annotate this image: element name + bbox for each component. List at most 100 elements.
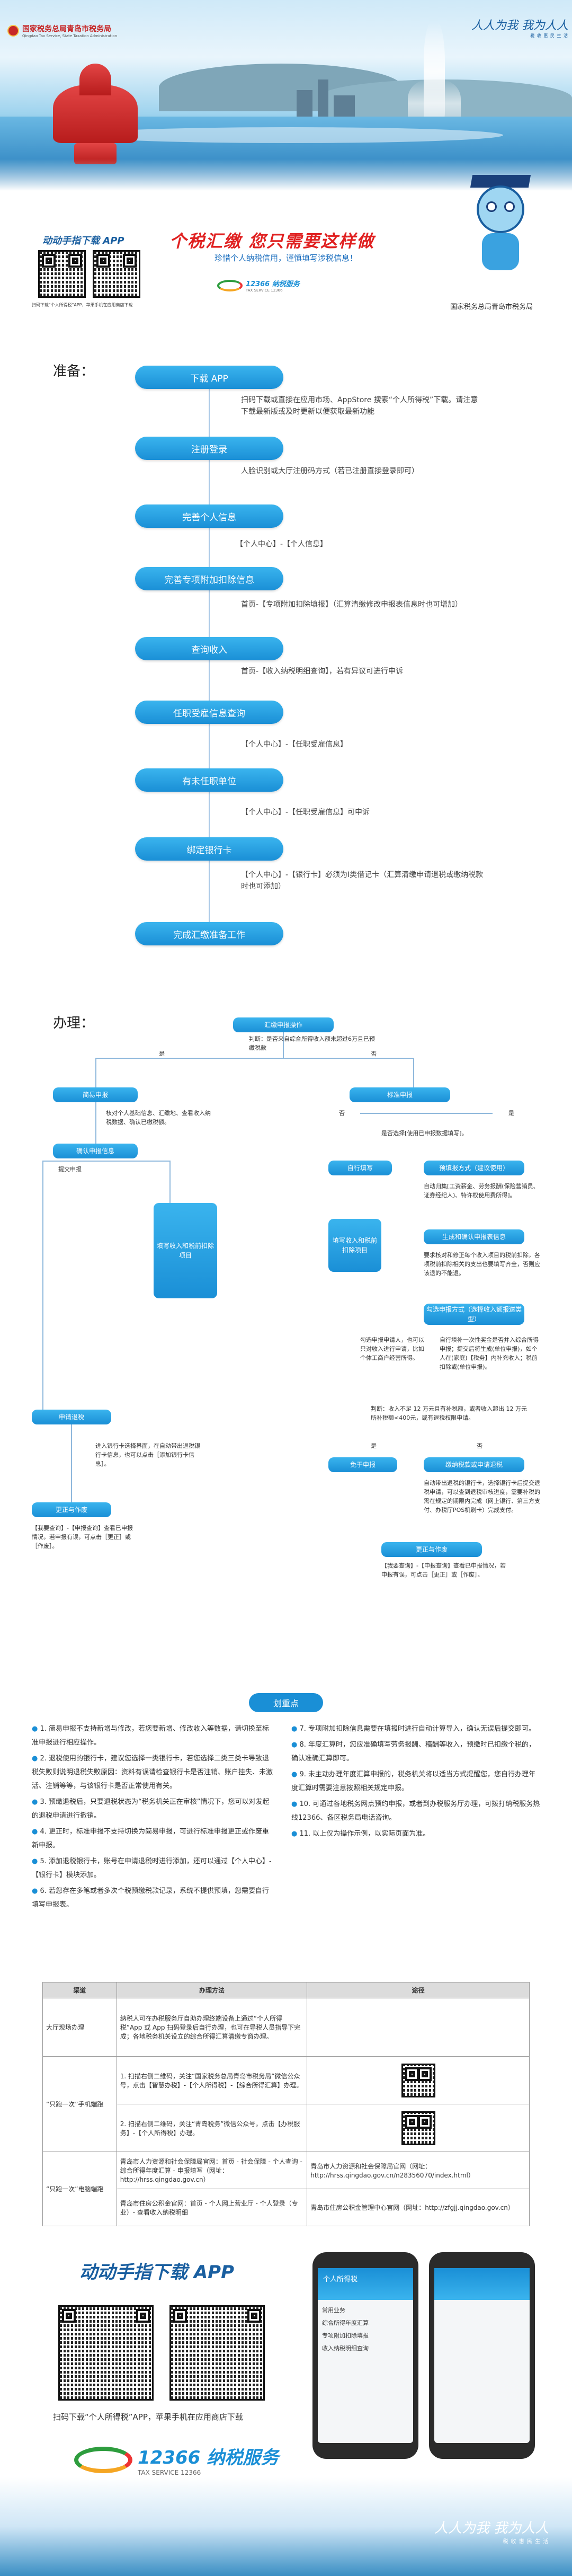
phone-menu-item[interactable]: 收入纳税明细查询	[322, 2345, 369, 2352]
confirm-info-box[interactable]: 确认申报信息	[53, 1144, 138, 1158]
step-personal-info[interactable]: 完善个人信息	[135, 504, 283, 528]
phone-menu-item[interactable]: 专项附加扣除填报	[322, 2332, 369, 2339]
prefill-box[interactable]: 预填报方式（建议使用）	[424, 1161, 524, 1175]
tip-item: ● 2. 退税使用的银行卡，建议您选择一类银行卡，若您选择二类三类卡导致退税失败…	[32, 1755, 273, 1790]
table-cell[interactable]: 青岛市人力资源和社会保障局官网（网址：http://hrss.qingdao.g…	[307, 2152, 530, 2189]
pagoda-sculpture	[79, 64, 111, 95]
channels-table-wrap: 渠道 办理方法 途径 大厅现场办理 纳税人可在办税服务厅自助办理终端设备上通过“…	[42, 1982, 530, 2226]
step-special-deduction[interactable]: 完善专项附加扣除信息	[135, 567, 283, 590]
exempt-box[interactable]: 免于申报	[328, 1457, 397, 1472]
table-row: “只跑一次”手机端跑 1. 扫描右侧二维码，关注“国家税务总局青岛市税务局”微信…	[42, 2056, 530, 2152]
tip-item: ● 6. 若您存在多笔或者多次个税预缴税款记录，系统不提供预填，您需要自行填写申…	[32, 1887, 270, 1909]
step-employment-query[interactable]: 任职受雇信息查询	[135, 701, 283, 724]
headline: 个税汇缴 您只需要这样做	[169, 231, 375, 251]
standard-note: 是否选择[使用已申报数据填写]。	[381, 1130, 468, 1137]
mascot-body	[482, 233, 519, 270]
step-download-app[interactable]: 下载 APP	[135, 366, 283, 389]
self-fill-detail-box[interactable]: 填写收入和税前扣除项目	[328, 1219, 381, 1272]
tip-item: ● 5. 添加退税银行卡，账号在申请退税时进行添加，还可以通过【个人中心】-【银…	[32, 1857, 272, 1879]
tip-item: ● 4. 更正时，标准申报不支持切换为简易申报，可进行标准申报更正或作废重新申报…	[32, 1828, 270, 1849]
wechat-qr-code[interactable]	[401, 2063, 435, 2097]
phone-mockup: 个人所得税 常用业务 综合所得年度汇算 专项附加扣除填报 收入纳税明细查询	[312, 2252, 418, 2459]
mascot-eye	[486, 201, 497, 212]
step-complete[interactable]: 完成汇缴准备工作	[135, 922, 283, 945]
app-qr-code[interactable]	[38, 250, 86, 298]
step-desc: 【个人中心】-【银行卡】必须为I类借记卡（汇算清缴申请退税或缴纳税款时也可添加）	[241, 871, 484, 891]
footer-download-caption: 扫码下载“个人所得税”APP，苹果手机在应用商店下载	[53, 2412, 243, 2422]
tip-item: ● 1. 简易申报不支持新增与修改，若您要新增、修改收入等数据，请切换至标准申报…	[32, 1725, 270, 1747]
simple-declare-box[interactable]: 简易申报	[53, 1087, 138, 1102]
process-title: 办理：	[53, 1015, 95, 1031]
step-desc: 扫码下载或直接在应用市场、AppStore 搜索“个人所得税”下载。请注意下载最…	[241, 396, 478, 416]
table-cell	[307, 2056, 530, 2104]
flow-line	[71, 1424, 72, 1504]
phone-screen	[434, 2268, 530, 2443]
tip-item: ● 10. 可通过各地税务网点预约申报，或者到办税服务厅办理，可拨打纳税服务热线…	[291, 1800, 540, 1822]
table-row: “只跑一次”电脑端跑 青岛市人力资源和社会保障局官网：首页 - 社会保障 - 个…	[42, 2152, 530, 2226]
no-label: 否	[339, 1110, 345, 1117]
app-qr-code[interactable]	[58, 2305, 154, 2401]
start-note: 判断：是否来自综合所得收入额未超过6万且已预缴税款	[249, 1035, 375, 1051]
select-method-box[interactable]: 勾选申报方式（选择收入额报送类型）	[424, 1304, 524, 1325]
wave-shape	[79, 127, 503, 143]
step-register-login[interactable]: 注册登录	[135, 437, 283, 460]
phone-menu-item[interactable]: 常用业务	[322, 2307, 345, 2314]
flow-line	[95, 1102, 96, 1145]
step-unemployed-unit[interactable]: 有未任职单位	[135, 768, 283, 792]
phone-menu: 常用业务 综合所得年度汇算 专项附加扣除填报 收入纳税明细查询	[318, 2300, 413, 2359]
tax-seal-icon	[7, 25, 19, 37]
mascot-eye	[504, 201, 515, 212]
step-query-income[interactable]: 查询收入	[135, 637, 283, 660]
phone-mockup	[429, 2252, 535, 2459]
phone-app-header	[434, 2268, 530, 2300]
no-label: 否	[371, 1050, 377, 1057]
submit-label: 提交申报	[58, 1166, 82, 1173]
tips-left: ● 1. 简易申报不支持新增与修改，若您要新增、修改收入等数据，请切换至标准申报…	[32, 1722, 275, 1914]
wechat-qr-code[interactable]	[93, 250, 140, 298]
generate-confirm-box[interactable]: 生成和确认申报表信息	[424, 1229, 524, 1244]
judge-note: 判断：收入不足 12 万元且有补税额，或者收入超出 12 万元所补税额<400元…	[371, 1405, 527, 1421]
pay-refund-box[interactable]: 缴纳税款或申请退税	[424, 1457, 524, 1472]
table-row: 大厅现场办理 纳税人可在办税服务厅自助办理终端设备上通过“个人所得税”App 或…	[42, 1998, 530, 2057]
select-note-a: 勾选申报申请人，也可以只对收入进行申请，比如个体工商户经营所得。	[360, 1336, 424, 1361]
table-cell	[307, 2104, 530, 2152]
channels-table: 渠道 办理方法 途径 大厅现场办理 纳税人可在办税服务厅自助办理终端设备上通过“…	[42, 1982, 530, 2226]
step-bind-bank-card[interactable]: 绑定银行卡	[135, 837, 283, 861]
org-title: 国家税务总局青岛市税务局	[22, 25, 111, 33]
flow-line	[360, 1113, 493, 1114]
wechat-qr-code[interactable]	[169, 2305, 265, 2401]
table-row: 2. 扫描右侧二维码，关注“青岛税务”微信公众号，点击【办税服务】-【个人所得税…	[43, 2104, 530, 2152]
self-fill-box[interactable]: 自行填写	[328, 1161, 392, 1175]
building-shape	[318, 79, 328, 117]
correct-void-box[interactable]: 更正与作废	[32, 1502, 111, 1517]
refund-box[interactable]: 申请退税	[32, 1410, 111, 1424]
tips-title: 划重点	[249, 1693, 323, 1712]
table-header: 渠道	[42, 1982, 117, 1998]
yes-label: 是	[159, 1050, 165, 1057]
phone-menu-item[interactable]: 综合所得年度汇算	[322, 2320, 369, 2326]
table-cell[interactable]: 青岛市住房公积金管理中心官网（网址：http://zfgjj.qingdao.g…	[307, 2189, 530, 2226]
mascot-head	[477, 185, 524, 233]
correct-void-box-right[interactable]: 更正与作废	[381, 1542, 482, 1557]
download-title: 动动手指下载 APP	[42, 235, 124, 246]
prepare-title: 准备：	[53, 364, 95, 379]
refund-application-box[interactable]: 填写收入和税前扣除项目	[154, 1203, 217, 1298]
simple-note: 核对个人基础信息、汇缴地、查看收入纳税数据、确认已缴税额。	[106, 1110, 211, 1126]
flow-line	[95, 1058, 96, 1090]
subheadline: 珍惜个人纳税信用，谨慎填写涉税信息！	[215, 253, 358, 263]
footer: 动动手指下载 APP 扫码下载“个人所得税”APP，苹果手机在应用商店下载 12…	[0, 2247, 572, 2576]
table-cell: 2. 扫描右侧二维码，关注“青岛税务”微信公众号，点击【办税服务】-【个人所得税…	[116, 2104, 308, 2152]
start-box[interactable]: 汇缴申报操作	[233, 1017, 334, 1032]
correct-note-right: 【我要查询】-【申报查询】查看已申报情况，若申报有误，可点击［更正］或［作废］。	[381, 1562, 506, 1578]
bureau-name: 国家税务总局青岛市税务局	[450, 303, 533, 311]
tip-item: ● 7. 专项附加扣除信息需要在填报时进行自动计算导入，确认无误后提交即可。	[291, 1725, 536, 1733]
footer-download-title: 动动手指下载 APP	[79, 2262, 234, 2283]
step-desc: 人脸识别或大厅注册码方式（若已注册直接登录即可）	[241, 467, 419, 475]
pay-note: 自动带出退税的银行卡，选择银行卡后提交退税申请，可以查到退税审核进度，需要补税的…	[424, 1480, 540, 1513]
flow-line	[169, 1161, 171, 1203]
standard-declare-box[interactable]: 标准申报	[350, 1087, 450, 1102]
select-note-b: 自行填补一次性奖金是否并入综合所得申报；提交后将生成(单位申报)，如个人在(家庭…	[440, 1336, 539, 1370]
table-cell: 纳税人可在办税服务厅自助办理终端设备上通过“个人所得税”App 或 App 扫码…	[116, 1998, 308, 2057]
refund-note: 进入银行卡选择界面，在自动带出退税银行卡信息，也可以点击［添加银行卡信息］。	[95, 1442, 200, 1467]
wechat-qr-code[interactable]	[401, 2111, 435, 2145]
